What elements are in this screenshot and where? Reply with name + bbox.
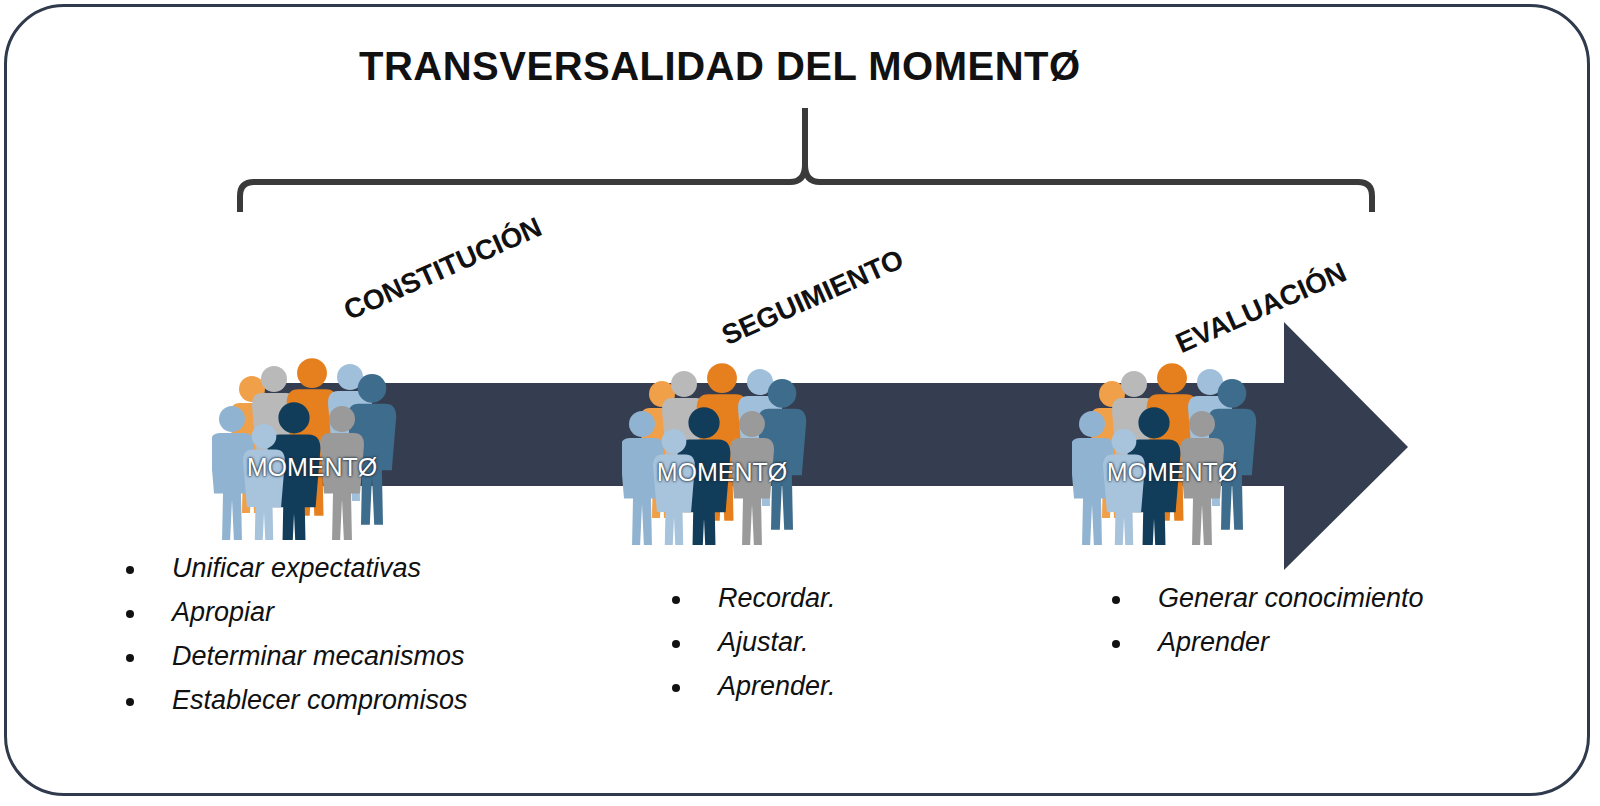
moment-label: MOMENTØ — [1107, 458, 1238, 487]
bullet-dot — [672, 684, 680, 692]
moment-label: MOMENTØ — [247, 453, 378, 482]
bullet-dot — [672, 596, 680, 604]
people-group: CONSTITUCIÓNMOMENTØ — [212, 335, 412, 540]
diagram-title: TRANSVERSALIDAD DEL MOMENTØ — [359, 44, 1081, 89]
bullet-item: Ajustar. — [718, 627, 809, 658]
people-illustration — [212, 335, 412, 540]
stage-heading: CONSTITUCIÓN — [339, 211, 547, 327]
bullet-dot — [126, 566, 134, 574]
moment-label: MOMENTØ — [657, 458, 788, 487]
people-illustration — [622, 340, 822, 545]
bullet-dot — [1112, 640, 1120, 648]
bullet-item: Recordar. — [718, 583, 836, 614]
bullet-dot — [126, 654, 134, 662]
stage-heading: EVALUACIÓN — [1171, 256, 1351, 360]
bullet-item: Aprender. — [718, 671, 836, 702]
people-group: SEGUIMIENTOMOMENTØ — [622, 340, 822, 545]
bracket — [240, 108, 1372, 212]
bullet-item: Aprender — [1158, 627, 1269, 658]
people-group: EVALUACIÓNMOMENTØ — [1072, 340, 1272, 545]
bullet-dot — [672, 640, 680, 648]
timeline-arrow — [262, 322, 1408, 570]
bullet-dot — [126, 698, 134, 706]
bullet-item: Unificar expectativas — [172, 553, 421, 584]
stage-heading: SEGUIMIENTO — [717, 243, 909, 352]
bullet-dot — [1112, 596, 1120, 604]
bullet-dot — [126, 610, 134, 618]
bullet-item: Generar conocimiento — [1158, 583, 1424, 614]
bullet-item: Apropiar — [172, 597, 274, 628]
bullet-item: Determinar mecanismos — [172, 641, 465, 672]
bullet-item: Establecer compromisos — [172, 685, 468, 716]
people-illustration — [1072, 340, 1272, 545]
